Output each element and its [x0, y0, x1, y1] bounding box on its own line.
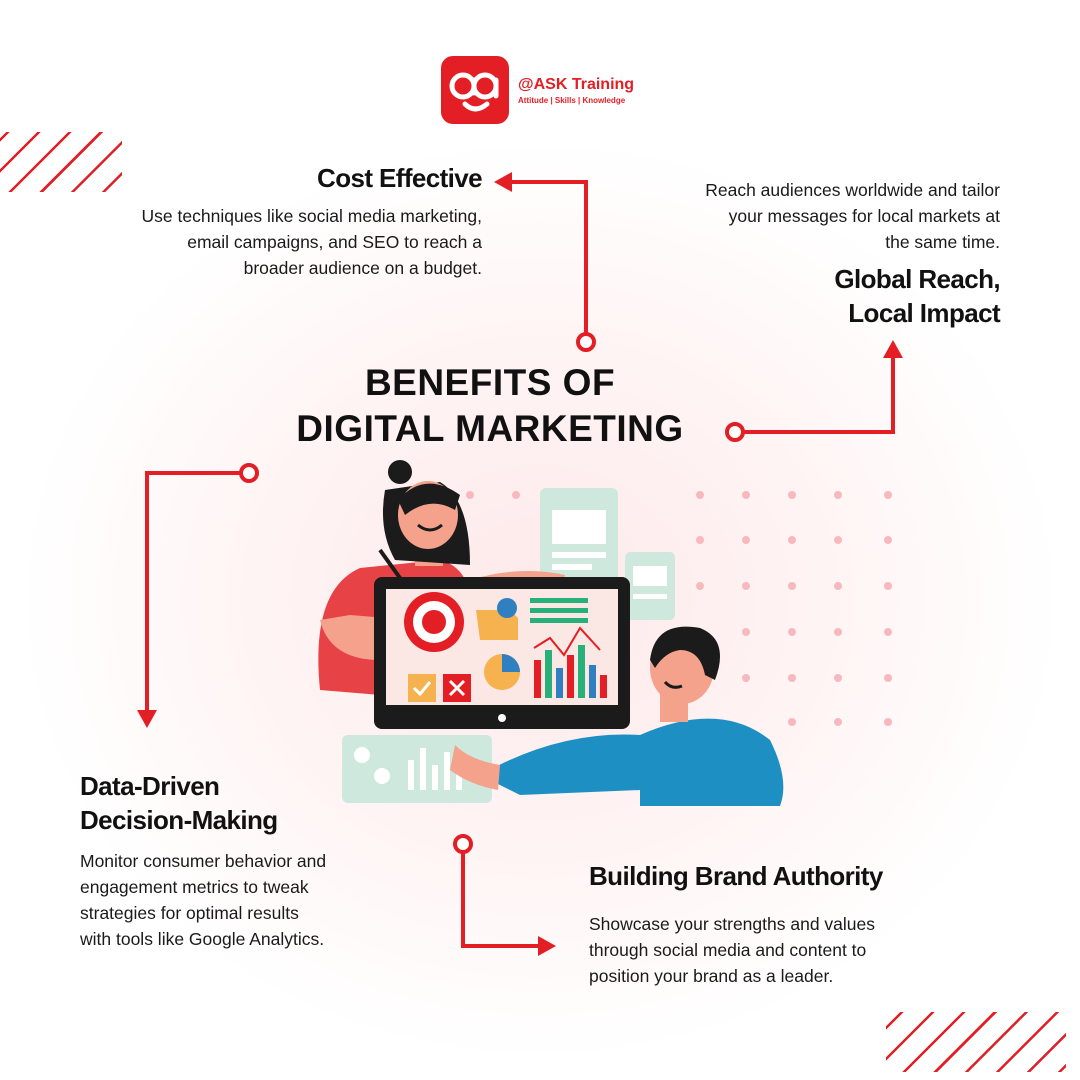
decorative-stripes-top-left [0, 132, 122, 192]
connector-cost-effective [510, 180, 596, 352]
folder-globe-icon [476, 598, 518, 640]
monitor-illustration [374, 577, 630, 729]
target-icon [404, 592, 464, 652]
brand-logo-icon [441, 56, 509, 124]
brand-tagline: Attitude | Skills | Knowledge [518, 96, 626, 105]
document-icon [540, 488, 618, 588]
arrow-right-icon [538, 936, 556, 956]
checkbox-icon [408, 674, 471, 702]
text-lines-icon [530, 598, 588, 623]
pie-chart-icon [484, 654, 520, 690]
global-reach-description: Reach audiences worldwide and tailor you… [705, 180, 1000, 252]
cost-effective-heading: Cost Effective [317, 163, 483, 193]
man-illustration [450, 626, 784, 806]
decorative-stripes-bottom-right [886, 1012, 1066, 1072]
brand-authority-heading: Building Brand Authority [589, 861, 883, 891]
cost-effective-description: Use techniques like social media marketi… [141, 206, 482, 278]
connector-brand-authority [453, 834, 540, 948]
document-small-icon [625, 552, 675, 620]
brand-name: @ASK Training [518, 76, 635, 93]
brand-authority-description: Showcase your strengths and values throu… [589, 914, 875, 986]
arrow-up-icon [883, 340, 903, 358]
connector-global-reach [725, 356, 895, 442]
data-driven-heading: Data-Driven Decision-Making [80, 771, 278, 835]
connector-data-driven [145, 463, 259, 712]
arrow-down-icon [137, 710, 157, 728]
page-title: BENEFITS OF DIGITAL MARKETING [296, 362, 684, 449]
global-reach-heading: Global Reach, Local Impact [834, 264, 1000, 328]
data-driven-description: Monitor consumer behavior and engagement… [80, 851, 327, 949]
bar-chart-icon [533, 626, 607, 698]
arrow-left-icon [494, 172, 512, 192]
dot-grid-decoration [466, 491, 892, 726]
